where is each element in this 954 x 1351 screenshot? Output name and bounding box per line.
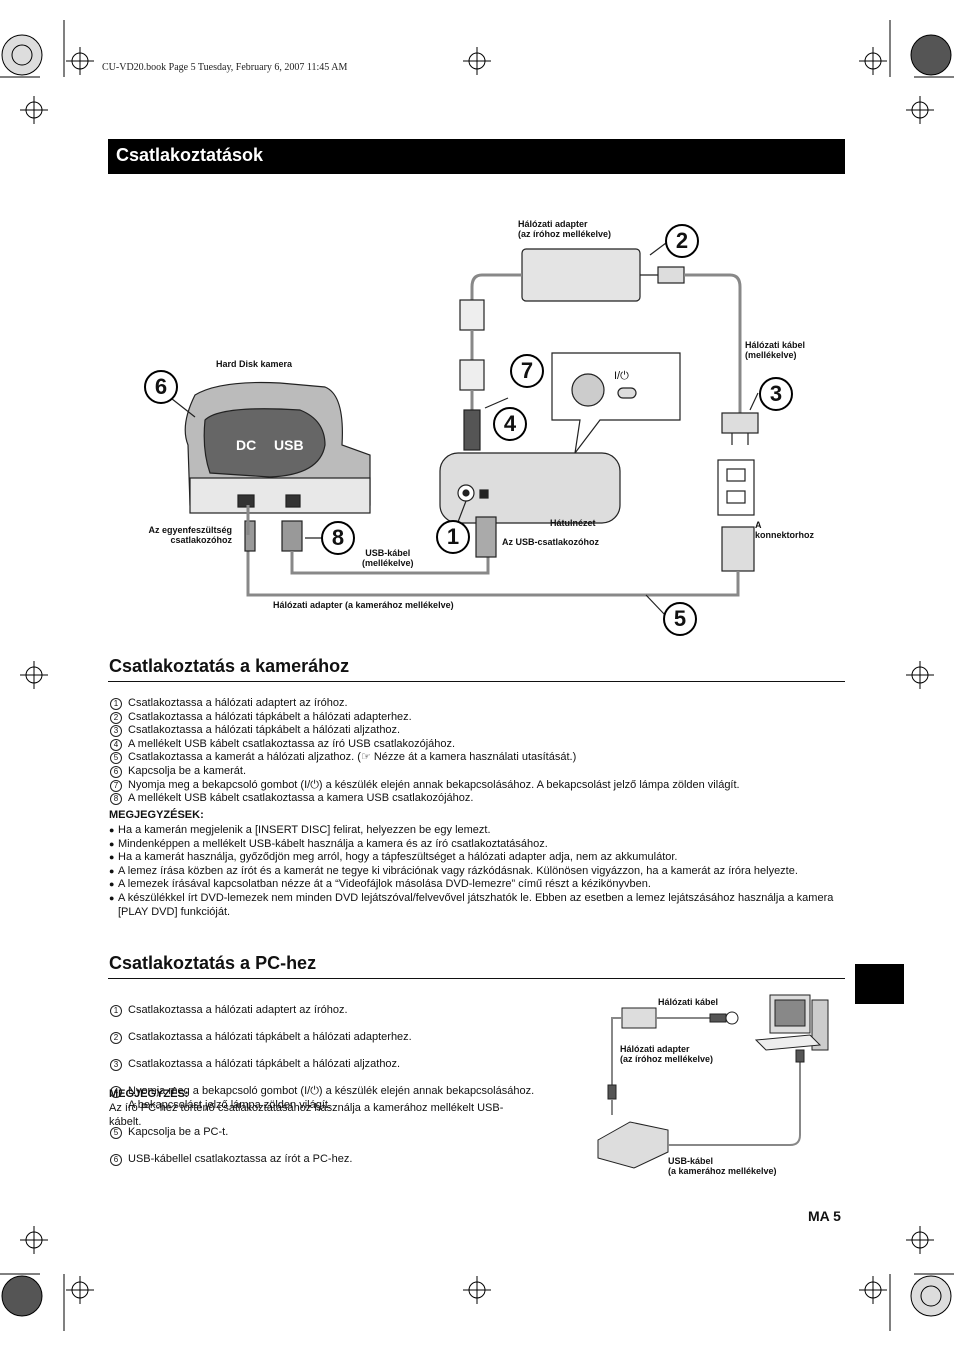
page-number: MA 5 (808, 1208, 841, 1224)
writer-adapter (521, 248, 641, 302)
pc-connection-diagram (597, 994, 829, 1169)
connection-diagram (166, 239, 759, 616)
callout-4: 4 (493, 407, 527, 441)
callout-8: 8 (321, 521, 355, 555)
keyboard (754, 1034, 822, 1051)
callout-2: 2 (665, 224, 699, 258)
pc-writer (597, 1121, 669, 1169)
note-item: ●A lemezek írásával kapcsolatban nézze á… (109, 878, 651, 891)
label-adapter-writer: Hálózati adapter (az íróhoz mellékelve) (518, 219, 612, 239)
note-item: ●Mindenképpen a mellékelt USB-kábelt has… (109, 837, 548, 850)
pc-section-heading: Csatlakoztatás a PC-hez (109, 953, 317, 973)
mains-plug (721, 412, 759, 434)
camera-usb-text: USB (274, 437, 304, 453)
file-info-line: CU-VD20.book Page 5 Tuesday, February 6,… (102, 62, 348, 73)
callout-6: 6 (144, 370, 178, 404)
label-mains-cable: Hálózati kábel (mellékelve) (745, 340, 806, 360)
note-item: ●Ha a kamerán megjelenik a [INSERT DISC]… (109, 824, 491, 836)
note-item: ●A készülékkel írt DVD-lemezek nem minde… (109, 891, 834, 918)
pc-tower (811, 999, 829, 1051)
label-usb-port: Az USB-csatlakozóhoz (502, 537, 600, 547)
note-item: ●Ha a kamerát használja, győződjön meg a… (109, 851, 678, 864)
side-tab (855, 964, 904, 1004)
note-item: ●A lemez írása közben az írót és a kamer… (109, 864, 798, 877)
label-rear-view: Hátulnézet (550, 518, 596, 528)
page-title: Csatlakoztatások (116, 145, 264, 165)
writer-rear (439, 452, 621, 524)
label-adapter-camera: Hálózati adapter (a kamerához mellékelve… (273, 600, 454, 610)
wall-outlet (717, 459, 755, 516)
power-button-zoom (571, 373, 605, 407)
notes-list: ●Ha a kamerán megjelenik a [INSERT DISC]… (109, 824, 845, 919)
page-title-bar: Csatlakoztatások (108, 139, 845, 174)
camera-section-heading: Csatlakoztatás a kamerához (109, 656, 350, 676)
label-camera: Hard Disk kamera (216, 359, 293, 369)
callout-7: 7 (510, 354, 544, 388)
pc-note-heading: MEGJEGYZÉS: (109, 1088, 189, 1100)
pc-label-adapter: Hálózati adapter (az íróhoz mellékelve) (620, 1044, 714, 1064)
power-symbol-label: I/⏻ (614, 370, 629, 382)
pc-writer-adapter (621, 1007, 657, 1029)
label-usb-cable: USB-kábel (mellékelve) (362, 548, 414, 568)
pc-label-mains-cable: Hálózati kábel (658, 997, 719, 1007)
callout-5: 5 (663, 602, 697, 636)
notes-heading: MEGJEGYZÉSEK: (109, 809, 204, 821)
adapter-plug (657, 266, 685, 284)
camera-dc-text: DC (236, 437, 257, 453)
camera-adapter (721, 526, 755, 572)
callout-1: 1 (436, 520, 470, 554)
section-divider (108, 978, 845, 979)
section-divider (108, 681, 845, 682)
label-outlet: A konnektorhoz (755, 520, 815, 540)
pc-label-usb-cable: USB-kábel (a kamerához mellékelve) (668, 1156, 777, 1176)
label-dc-port: Az egyenfeszültség csatlakozóhoz (148, 525, 232, 545)
callout-3: 3 (759, 377, 793, 411)
pc-note-text: Az író PC-hez történő csatlakoztatásához… (109, 1102, 504, 1128)
